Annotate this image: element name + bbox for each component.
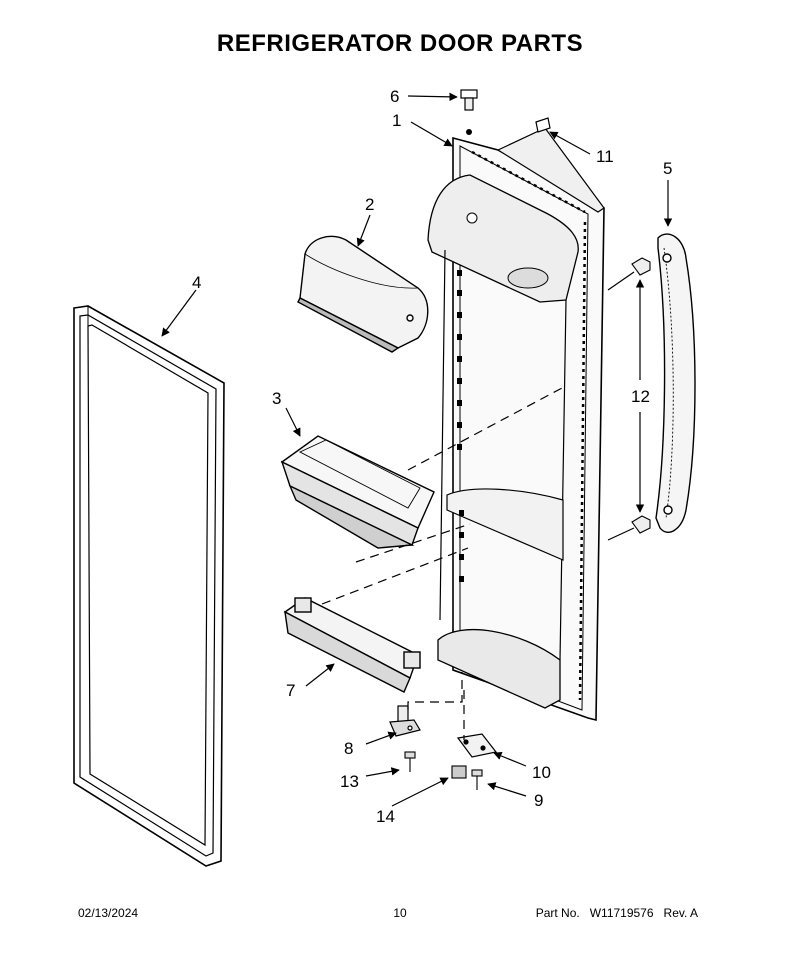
label-part xyxy=(535,117,551,133)
footer-date: 02/13/2024 xyxy=(78,906,139,920)
callout-5: 5 xyxy=(663,159,672,178)
footer-revision: Rev. A xyxy=(663,906,698,920)
door-bin-part xyxy=(280,435,435,549)
callout-3: 3 xyxy=(272,389,281,408)
bottom-hinge-part xyxy=(389,705,421,737)
callout-10: 10 xyxy=(532,763,551,782)
callout-12: 12 xyxy=(631,387,650,406)
assembly-guide-lines xyxy=(321,387,563,740)
screw-9-part xyxy=(471,769,483,790)
callout-13: 13 xyxy=(340,772,359,791)
callout-11: 11 xyxy=(596,147,614,166)
hinge-pin-part xyxy=(460,89,478,111)
footer-part-info: Part No. W11719576 Rev. A xyxy=(536,906,698,920)
handle-screw-part xyxy=(631,257,651,534)
callout-6: 6 xyxy=(390,87,399,106)
footer-part-label: Part No. xyxy=(535,906,580,920)
leader-arrows xyxy=(161,92,673,807)
callout-9: 9 xyxy=(534,791,543,810)
dairy-compartment-part xyxy=(297,235,429,353)
callout-2: 2 xyxy=(365,195,374,214)
callout-8: 8 xyxy=(344,739,353,758)
callout-4: 4 xyxy=(192,273,201,292)
door-shelf-part xyxy=(283,597,421,693)
callout-14: 14 xyxy=(376,807,395,826)
screw-13-part xyxy=(404,751,416,772)
callout-1: 1 xyxy=(392,111,401,130)
hinge-pin-hole xyxy=(466,129,472,135)
footer-part-number: W11719576 xyxy=(589,906,654,920)
door-assembly-part xyxy=(427,127,605,722)
callout-7: 7 xyxy=(286,681,295,700)
door-handle-part xyxy=(655,233,696,533)
page-title: REFRIGERATOR DOOR PARTS xyxy=(216,30,584,57)
footer-page-number: 10 xyxy=(393,906,407,920)
door-gasket-part xyxy=(73,305,225,867)
door-closer-part xyxy=(451,765,467,779)
